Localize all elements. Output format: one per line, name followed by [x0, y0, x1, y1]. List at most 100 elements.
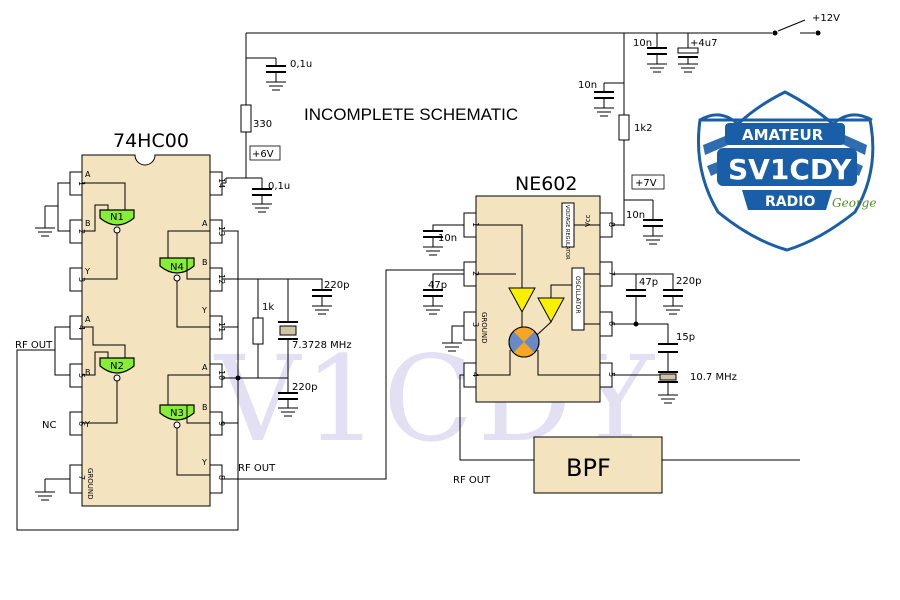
ic1-pin-13: 13	[217, 226, 226, 236]
ic1-letter-1b: B	[85, 219, 91, 228]
logo-bottom-text: RADIO	[765, 194, 815, 210]
ic2-oscillator-box	[571, 267, 585, 331]
crystal-10-7	[658, 371, 678, 404]
ic1-pin-7: 7	[77, 475, 86, 480]
ic1-pin-14: 14	[217, 178, 226, 188]
ic1-internal-wires	[82, 182, 210, 476]
logo-top-text: AMATEUR	[742, 126, 824, 144]
ic1-letter-2a: A	[85, 315, 91, 324]
capacitor-220p-b-label: 220p	[292, 382, 317, 393]
rf-out-mid-label: RF OUT	[238, 463, 276, 474]
bpf-label: BPF	[566, 454, 611, 482]
ic2-name: NE602	[515, 173, 577, 195]
ic1-ground-label: GROUND	[86, 468, 94, 500]
capacitor-47p-pin2-label: 47p	[428, 280, 447, 291]
ic2-pin-3: 3	[471, 322, 480, 327]
svg-text:N1: N1	[110, 212, 124, 223]
ic2-pin-2: 2	[471, 271, 480, 276]
crystal-7-3728	[278, 321, 298, 340]
ic1-letter-4a: A	[202, 219, 208, 228]
gate-n1: N1	[99, 209, 135, 234]
supply-6v-label: +6V	[252, 149, 274, 160]
capacitor-47p-pin2	[423, 289, 443, 315]
ic1-pin-4: 4	[77, 325, 86, 330]
ic1-letter-4b: B	[202, 258, 208, 267]
capacitor-10n-pin8-label: 10n	[626, 210, 645, 221]
capacitor-47p-osc-label: 47p	[639, 277, 658, 288]
ic1-left-pins	[69, 171, 83, 494]
ic1-right-pins	[209, 171, 223, 494]
capacitor-4u7	[677, 47, 699, 73]
supply-7v-label: +7V	[635, 178, 657, 189]
rf-out-bottom-label: RF OUT	[453, 475, 491, 486]
capacitor-10n-pin8	[643, 219, 663, 245]
supply-12v-label: +12V	[812, 13, 840, 24]
svg-text:N2: N2	[110, 361, 124, 372]
ic2-vcc-label: Vcc	[584, 214, 592, 227]
ic1-letter-4y: Y	[201, 306, 207, 315]
capacitor-10n-mid-label: 10n	[578, 80, 597, 91]
ic2-mixer	[508, 326, 540, 358]
ic2-pin-4: 4	[471, 372, 480, 377]
gate-n2: N2	[99, 357, 135, 382]
capacitor-10n-top-label: 10n	[633, 38, 652, 49]
ic2-external-wires	[432, 224, 800, 461]
ic1-pin-9: 9	[217, 421, 226, 426]
ic1-external-wires	[16, 178, 476, 531]
resistor-1k	[252, 317, 264, 345]
capacitor-01u-ic	[252, 188, 272, 213]
capacitor-15p-label: 15p	[676, 332, 695, 343]
resistor-330	[240, 104, 252, 133]
ic2-regulator-label: VOLTAGE REGULATOR	[564, 205, 570, 260]
capacitor-220p-a-label: 220p	[324, 280, 349, 291]
ic1-pin-2: 2	[77, 229, 86, 234]
logo-signature: George	[832, 196, 876, 210]
gate-n4: N4	[159, 257, 195, 282]
resistor-1k2-label: 1k2	[634, 123, 653, 134]
ic1-pin-10: 10	[217, 370, 226, 380]
supply-rail	[226, 32, 772, 226]
capacitor-220p-osc	[663, 289, 683, 315]
ic2-pin-8: 8	[607, 222, 616, 227]
ic1-body	[81, 154, 211, 507]
ic1-pin-6: 6	[77, 421, 86, 426]
capacitor-01u-top	[266, 58, 286, 91]
ic1-pin-8: 8	[217, 475, 226, 480]
capacitor-15p	[658, 343, 678, 353]
capacitor-220p-osc-label: 220p	[676, 276, 701, 287]
bpf-block	[533, 436, 663, 494]
ic1-letter-3b: B	[202, 403, 208, 412]
resistor-1k-label: 1k	[262, 302, 274, 313]
ic1-letter-3a: A	[202, 363, 208, 372]
nc-label: NC	[42, 420, 56, 431]
ic1-name: 74HC00	[113, 130, 189, 152]
svg-text:N4: N4	[170, 262, 184, 273]
svg-text:N3: N3	[170, 408, 184, 419]
sv1cdy-logo: AMATEUR SV1CDY RADIO George	[696, 90, 876, 252]
ic2-ground-label: GROUND	[480, 312, 488, 344]
capacitor-10n-pin1	[423, 230, 443, 256]
ic1-letter-1a: A	[85, 170, 91, 179]
ic2-left-pins	[463, 212, 477, 388]
capacitor-01u-ic-label: 0,1u	[268, 181, 290, 192]
capacitor-220p-a	[312, 289, 332, 315]
ic1-pin-1: 1	[77, 181, 86, 186]
crystal-10-7-label: 10.7 MHz	[690, 372, 737, 383]
ic1-letter-2y: Y	[84, 420, 90, 429]
power-switch: +12V	[772, 13, 840, 36]
ic2-oscillator-label: OSCILLATOR	[574, 276, 581, 314]
ic1-letter-2b: B	[85, 368, 91, 377]
ic2-pin-5: 5	[607, 372, 616, 377]
capacitor-220p-b	[278, 392, 298, 417]
ic1-letter-1y: Y	[84, 267, 90, 276]
capacitor-47p-osc	[626, 289, 646, 304]
schematic-title: INCOMPLETE SCHEMATIC	[304, 105, 518, 124]
ic1-pin-3: 3	[77, 277, 86, 282]
ic2-internal-wires	[476, 224, 600, 376]
resistor-1k2	[618, 114, 630, 141]
ic1-pin-12: 12	[217, 274, 226, 284]
capacitor-10n-top	[647, 47, 667, 73]
capacitor-01u-top-label: 0,1u	[290, 59, 312, 70]
rf-out-left-label: RF OUT	[15, 340, 53, 351]
